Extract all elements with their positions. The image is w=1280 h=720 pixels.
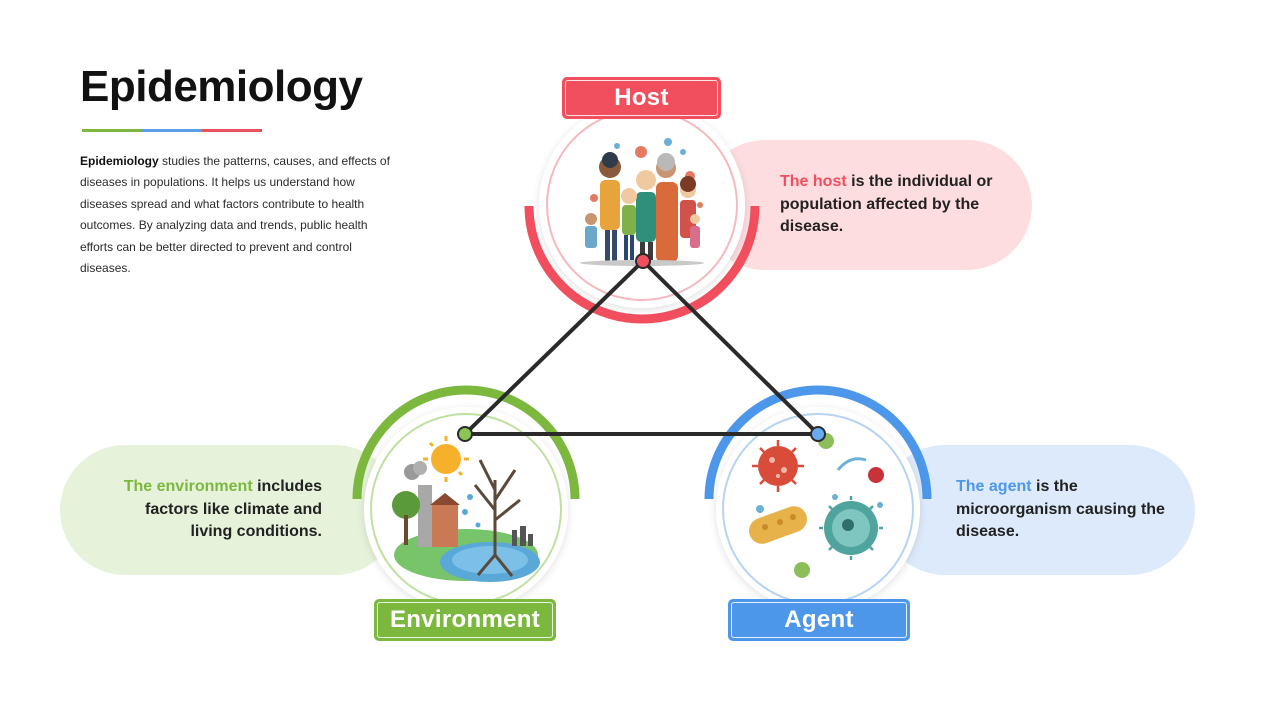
host-desc-text: is the individual or population affected… — [780, 173, 993, 235]
triangle-connector — [463, 259, 820, 436]
host-description-pill — [700, 140, 1032, 270]
rule-segment-blue — [142, 129, 202, 132]
host-accent-arc — [524, 205, 760, 324]
environment-label: Environment — [374, 599, 556, 641]
agent-highlight: The agent — [956, 478, 1032, 495]
family-wearing-masks-icon — [580, 138, 704, 266]
host-description: The host is the individual or population… — [780, 171, 995, 239]
agent-desc-text: is the microorganism causing the disease… — [956, 478, 1165, 540]
environment-description-pill — [60, 445, 400, 575]
environment-vertex-dot — [457, 426, 473, 442]
agent-vertex-dot — [810, 426, 826, 442]
intro-bold-term: Epidemiology — [80, 154, 159, 168]
microbes-icon — [749, 433, 884, 578]
rule-segment-red — [202, 129, 262, 132]
agent-node — [704, 385, 932, 611]
environment-label-text: Environment — [390, 606, 540, 633]
agent-label: Agent — [728, 599, 910, 641]
climate-city-tree-icon — [392, 436, 540, 582]
agent-description-pill — [880, 445, 1195, 575]
rule-segment-green — [82, 129, 142, 132]
environment-description: The environment includes factors like cl… — [100, 476, 322, 544]
agent-label-text: Agent — [784, 606, 854, 633]
host-label-text: Host — [614, 84, 669, 111]
environment-desc-text: includes factors like climate and living… — [145, 478, 322, 540]
host-label: Host — [562, 77, 721, 119]
vertex-dots — [457, 253, 826, 442]
slide-title: Epidemiology — [80, 62, 363, 111]
intro-body: studies the patterns, causes, and effect… — [80, 154, 390, 276]
environment-accent-arc — [352, 385, 580, 500]
agent-description: The agent is the microorganism causing t… — [956, 476, 1166, 544]
host-vertex-dot — [635, 253, 651, 269]
host-highlight: The host — [780, 173, 847, 190]
title-underline — [82, 129, 262, 132]
intro-paragraph: Epidemiology studies the patterns, cause… — [80, 151, 390, 279]
environment-highlight: The environment — [123, 478, 253, 495]
agent-accent-arc — [704, 385, 932, 500]
